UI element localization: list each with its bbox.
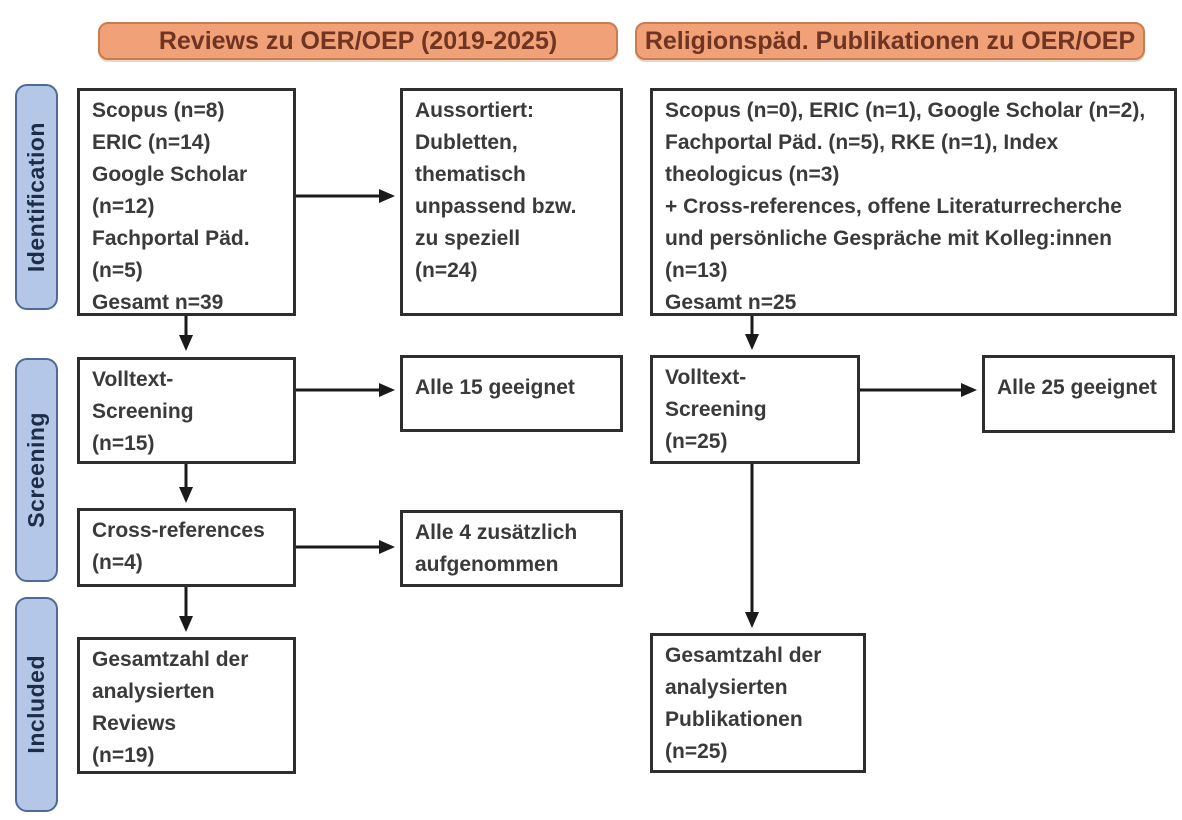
stage-tab-screening-label: Screening [23,412,49,528]
box-left-cross-references-result: Alle 4 zusätzlich aufgenommen [400,510,623,587]
box-right-fulltext-result: Alle 25 geeignet [982,355,1175,433]
stage-tab-screening: Screening [15,358,58,582]
box-left-cross-references: Cross-references (n=4) [77,508,296,587]
stage-tab-identification: Identification [15,84,58,310]
box-left-fulltext-screening: Volltext- Screening (n=15) [77,357,296,464]
box-left-included-total: Gesamtzahl der analysierten Reviews (n=1… [77,637,296,774]
stage-tab-included: Included [15,597,58,812]
stage-tab-identification-label: Identification [23,121,49,273]
column-header-religionspaed: Religionspäd. Publikationen zu OER/OEP [635,22,1145,60]
stage-tab-included-label: Included [23,655,49,754]
box-left-fulltext-result: Alle 15 geeignet [400,355,623,432]
box-left-excluded: Aussortiert: Dubletten, thematisch unpas… [400,88,623,316]
column-header-reviews: Reviews zu OER/OEP (2019-2025) [98,22,618,60]
box-right-included-total: Gesamtzahl der analysierten Publikatione… [650,633,866,773]
box-right-identification-sources: Scopus (n=0), ERIC (n=1), Google Scholar… [650,88,1177,316]
box-right-fulltext-screening: Volltext- Screening (n=25) [650,355,860,464]
box-left-identification-sources: Scopus (n=8) ERIC (n=14) Google Scholar … [77,88,296,316]
